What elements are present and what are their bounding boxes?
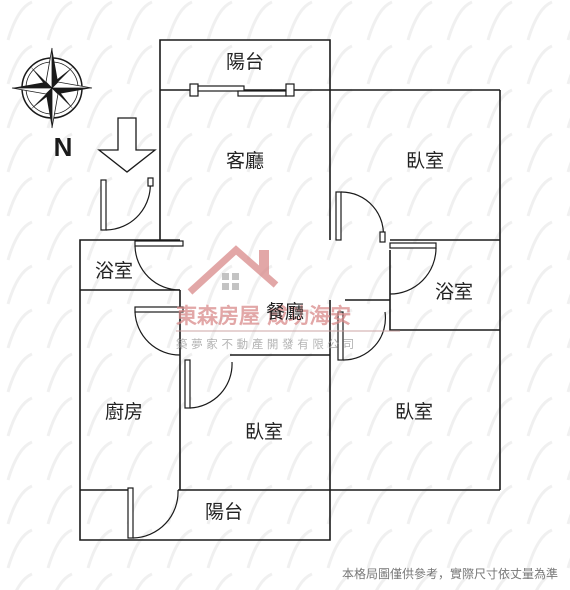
door-bedroom-se-swing (342, 311, 387, 361)
room-bath-west: 浴室 (95, 260, 133, 282)
door-bedroom-se (337, 311, 344, 361)
compass-north-label: N (54, 132, 73, 162)
entrance-arrow-icon (97, 117, 157, 173)
door-bedroom-ne (335, 191, 342, 241)
room-bedroom-ne: 臥室 (406, 150, 444, 172)
door-kitchen-swing (134, 311, 181, 356)
door-bath-east (389, 242, 437, 249)
room-labels: 陽台 客廳 臥室 浴室 浴室 餐廳 廚房 臥室 臥室 陽台 (95, 51, 473, 523)
watermark-tagline: 築 夢 家 不 動 產 開 發 有 限 公 司 (176, 337, 354, 351)
room-kitchen: 廚房 (105, 400, 143, 423)
room-dining-room: 餐廳 (266, 301, 304, 323)
room-bedroom-se: 臥室 (395, 401, 433, 423)
room-bedroom-center: 臥室 (245, 421, 283, 443)
room-balcony-bottom: 陽台 (205, 501, 243, 523)
watermark-brand: 東森房屋 成功海安 (176, 304, 351, 328)
room-balcony-top: 陽台 (226, 51, 264, 73)
door-balcony-bottom (127, 487, 134, 539)
door-entrance (100, 179, 107, 231)
doors (100, 177, 437, 539)
disclaimer-note: 本格局圖僅供參考，實際尺寸依丈量為準 (341, 567, 558, 581)
door-bedroom-center (184, 359, 191, 409)
wall-balcony-top (159, 39, 331, 90)
door-balcony-bottom-swing (132, 489, 179, 539)
room-bath-east: 浴室 (435, 281, 473, 303)
door-bath-west (134, 240, 184, 247)
walls (79, 39, 501, 541)
watermark-window-icon (222, 273, 239, 290)
compass-rose-icon: N (11, 47, 93, 162)
watermark-logo: 東森房屋 成功海安 築 夢 家 不 動 產 開 發 有 限 公 司 (176, 245, 400, 351)
sliding-door-balcony (189, 83, 295, 97)
door-entrance-swing (105, 179, 151, 231)
door-bath-east-swing (389, 247, 437, 295)
door-bath-west-swing (134, 245, 181, 291)
door-bedroom-center-swing (189, 361, 233, 409)
wall-bath-east (389, 250, 500, 331)
room-living-room: 客廳 (226, 150, 264, 172)
door-kitchen (134, 306, 184, 313)
wall-west-outer (79, 239, 331, 541)
